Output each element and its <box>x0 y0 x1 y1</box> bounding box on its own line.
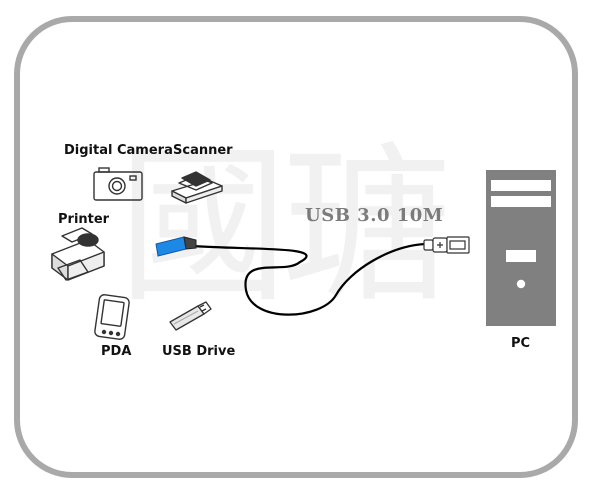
usb-plug-blue <box>155 236 197 257</box>
usb-cable <box>155 236 470 316</box>
pc-tower-icon <box>486 170 556 326</box>
cable-label: USB 3.0 10M <box>305 205 444 226</box>
printer-icon <box>51 227 105 281</box>
pda-label: PDA <box>101 344 132 359</box>
pc-label: PC <box>511 336 531 351</box>
usb-plug-type-a <box>423 236 470 254</box>
watermark-text: 國瑭 <box>118 128 452 326</box>
cable-wire <box>191 242 426 316</box>
printer-label: Printer <box>58 212 110 227</box>
pda-icon <box>94 294 130 340</box>
usb-drive-label: USB Drive <box>162 344 236 359</box>
camera-icon <box>93 167 143 201</box>
scanner-label: Scanner <box>173 143 233 158</box>
rounded-frame <box>14 16 578 478</box>
usb-drive-icon <box>169 301 212 331</box>
scanner-icon <box>171 171 223 204</box>
digital-camera-label: Digital Camera <box>64 143 173 158</box>
